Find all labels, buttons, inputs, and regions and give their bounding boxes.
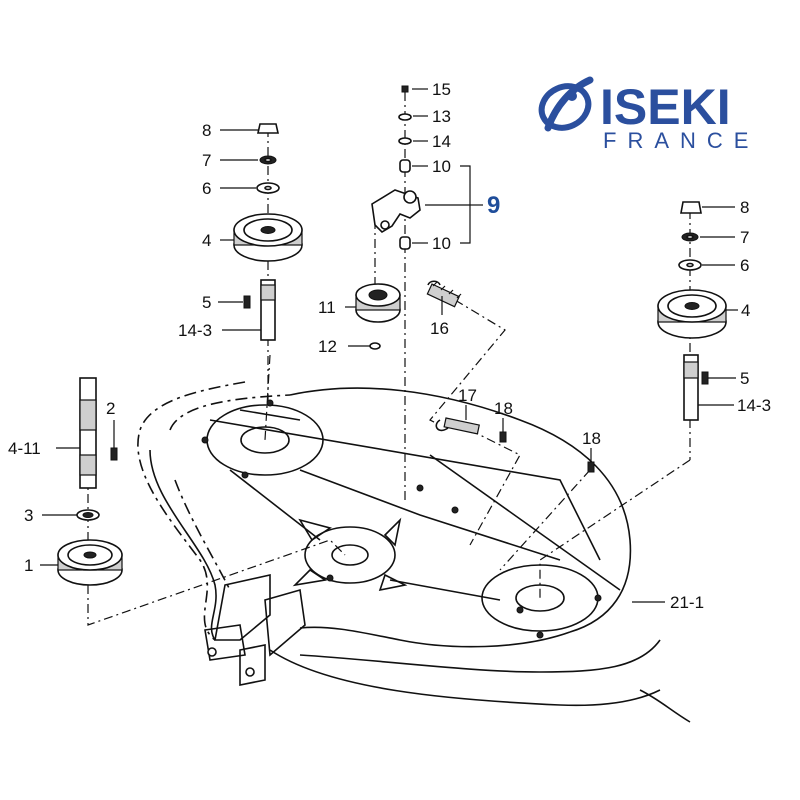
right-spindle-stack [657,201,727,421]
label-4-11: 4-11 [8,439,41,458]
label-10-bottom: 10 [432,234,451,253]
iseki-swoosh-icon [538,76,594,132]
tension-spring-16 [426,280,462,308]
label-17: 17 [458,386,477,405]
label-10-top: 10 [432,157,451,176]
label-21-1: 21-1 [670,593,704,612]
bolt-18-left [499,431,507,443]
label-1: 1 [24,556,33,575]
label-14-3-left: 14-3 [178,321,212,340]
deck-bolts [201,399,602,639]
label-13: 13 [432,107,451,126]
center-spindle-stack [57,377,123,586]
label-14-3-right: 14-3 [737,396,771,415]
label-4-left: 4 [202,231,211,250]
label-7-right: 7 [740,228,749,247]
idler-arm-assembly [371,85,421,250]
label-16: 16 [430,319,449,338]
spring-17 [435,417,480,435]
label-18-left: 18 [494,399,513,418]
dashed-leaders [87,92,691,626]
label-9-group: 9 [487,192,500,219]
label-11: 11 [318,298,336,317]
label-15: 15 [432,80,451,99]
label-14: 14 [432,132,451,151]
bolt-18-right [587,461,595,473]
label-5-right: 5 [740,369,749,388]
label-7-left: 7 [202,151,211,170]
label-8-left: 8 [202,121,211,140]
label-6-left: 6 [202,179,211,198]
label-8-right: 8 [740,198,749,217]
mower-deck [137,381,691,723]
label-18-right: 18 [582,429,601,448]
logo-country: FRANCE [603,128,759,153]
label-6-right: 6 [740,256,749,275]
left-spindle-stack [233,123,303,341]
callout-leaders [40,88,738,603]
label-3: 3 [24,506,33,525]
logo-brand: ISEKI [600,79,731,135]
idler-pulley [355,283,401,350]
label-4-right: 4 [741,301,750,320]
label-12: 12 [318,337,337,356]
label-2: 2 [106,399,115,418]
label-5-left: 5 [202,293,211,312]
iseki-logo: ISEKI FRANCE [538,76,759,153]
part-labels: 15 13 14 10 10 9 8 7 6 4 5 14-3 11 12 16… [8,80,771,612]
